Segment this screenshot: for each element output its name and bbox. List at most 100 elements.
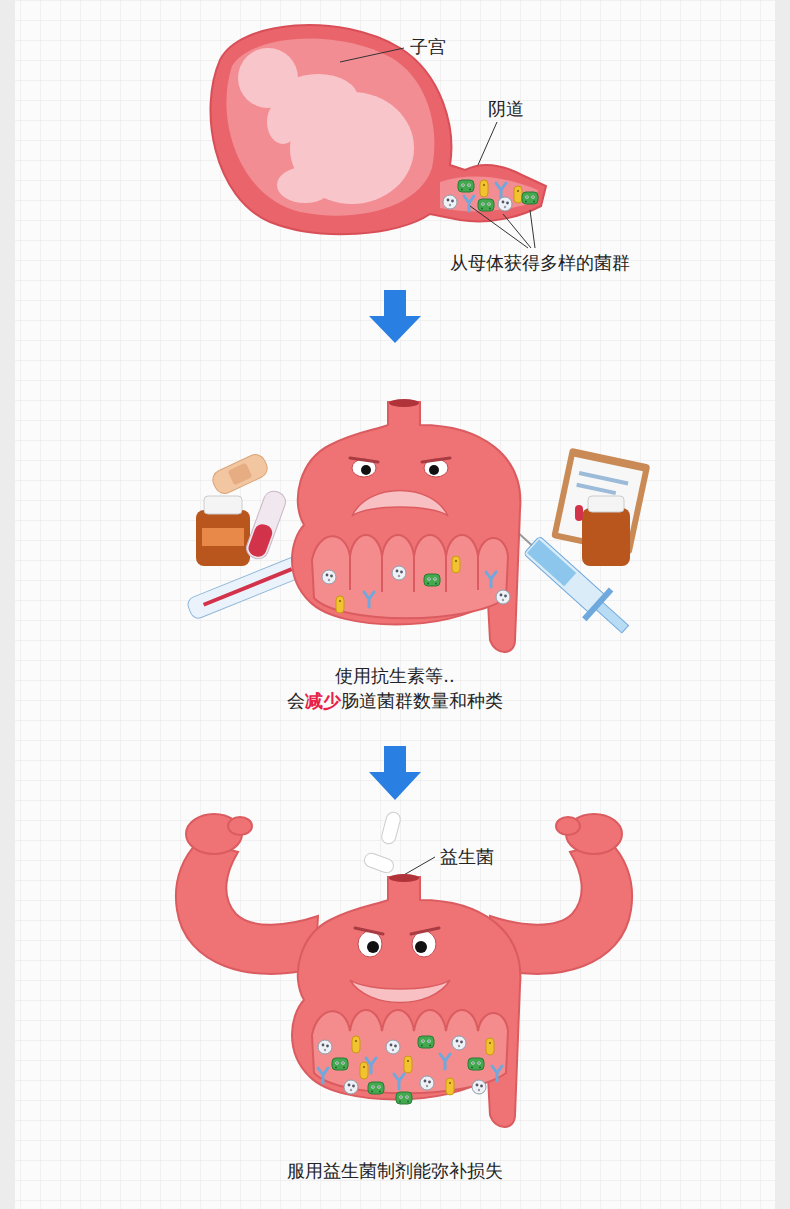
leader-line — [503, 214, 531, 248]
fetus-leg — [277, 167, 333, 203]
leader-line — [478, 122, 497, 165]
label-text: 益生菌 — [440, 846, 494, 868]
bacterium — [394, 1074, 404, 1089]
label-text: 服用益生菌制剂能弥补损失 — [287, 1160, 503, 1182]
medicine-bottle — [582, 508, 630, 566]
bacterium — [322, 570, 336, 584]
leader-line — [470, 206, 528, 248]
intestine — [312, 535, 508, 618]
bacterium — [496, 590, 510, 604]
bacterium — [318, 1040, 332, 1054]
caption-row: 会减少肠道菌群数量和种类 — [0, 690, 790, 712]
bottle-cap — [588, 496, 624, 512]
bacterium — [458, 180, 474, 192]
leader-line — [530, 210, 535, 248]
medicine-bottle — [196, 510, 250, 566]
gut-bacteria — [318, 1036, 502, 1104]
bacterium — [368, 1082, 384, 1094]
tube-liquid — [246, 522, 274, 559]
leader-line — [340, 48, 404, 62]
stomach-body — [292, 402, 520, 652]
label-text: 减少 — [305, 690, 341, 712]
frown — [352, 491, 448, 517]
down-arrow — [369, 746, 421, 800]
bacterium — [452, 556, 460, 573]
bottle-cap — [204, 496, 242, 514]
bacterium — [498, 197, 512, 211]
stomach-lower — [292, 874, 520, 1127]
test-tube — [244, 488, 289, 561]
vagina-tube — [440, 176, 538, 211]
medicine-left — [186, 451, 315, 620]
down-arrow — [369, 290, 421, 343]
eye — [358, 931, 382, 957]
intestine — [312, 1010, 508, 1093]
pupil — [415, 941, 427, 953]
vagina-bacteria — [443, 180, 538, 211]
bacterium — [496, 183, 506, 198]
esophagus-opening — [389, 399, 419, 407]
bandage-pad — [228, 463, 253, 486]
label-text: 使用抗生素等.. — [335, 665, 454, 687]
bacterium — [336, 596, 344, 613]
bacterium — [492, 1066, 502, 1081]
probiotic-capsule — [380, 811, 402, 846]
brow — [355, 928, 439, 934]
bacterium — [360, 1062, 368, 1079]
thermometer-bar — [203, 567, 293, 606]
grid-ground — [15, 0, 775, 1209]
leader-line — [402, 857, 435, 876]
bacterium — [392, 566, 406, 580]
bacterium — [440, 1054, 450, 1069]
left-arm — [176, 814, 318, 974]
bacterium — [386, 1040, 400, 1054]
intestine-fold — [350, 556, 478, 592]
bottle-label — [202, 528, 244, 546]
bacterium — [344, 1080, 358, 1094]
thumb — [556, 817, 580, 835]
bacterium — [472, 1080, 486, 1094]
bacterium — [404, 1056, 412, 1073]
bacterium — [478, 199, 494, 211]
bacterium — [486, 1038, 494, 1055]
arm — [176, 842, 318, 974]
bacterium — [364, 592, 374, 607]
brow — [350, 458, 450, 462]
smile — [350, 980, 450, 1003]
syringe-grip — [582, 588, 613, 622]
bacterium — [318, 1068, 328, 1083]
sad-stomach — [292, 399, 520, 652]
pupil — [429, 465, 439, 475]
bacterium — [396, 1092, 412, 1104]
label-text: 阴道 — [488, 98, 524, 120]
label-text: 会 — [287, 690, 305, 712]
label-text: 子宫 — [410, 36, 446, 58]
bacterium — [418, 1036, 434, 1048]
uterus — [210, 25, 546, 234]
bacterium — [514, 186, 522, 203]
pupil — [367, 941, 379, 953]
stomach-body — [292, 877, 520, 1127]
uterus-outline — [210, 25, 546, 234]
syringe-barrel — [524, 536, 607, 614]
label-text: 肠道菌群数量和种类 — [341, 690, 503, 712]
syringe-liquid — [527, 540, 576, 587]
label-text: 从母体获得多样的菌群 — [450, 252, 630, 274]
bacterium — [486, 572, 496, 587]
eye — [412, 931, 436, 957]
pill — [575, 505, 583, 521]
thumb — [228, 817, 252, 835]
bacterium — [446, 1078, 454, 1095]
fetus-back — [278, 74, 358, 122]
esophagus-opening — [389, 874, 419, 882]
bacterium — [452, 1036, 466, 1050]
bacterium — [468, 1058, 484, 1070]
clipboard-line — [576, 483, 616, 495]
strong-stomach — [176, 811, 632, 1127]
uterus-cavity — [226, 38, 434, 215]
bandage — [210, 451, 271, 496]
bacterium — [480, 180, 488, 197]
bacterium — [443, 195, 457, 209]
bacterium — [522, 192, 538, 204]
